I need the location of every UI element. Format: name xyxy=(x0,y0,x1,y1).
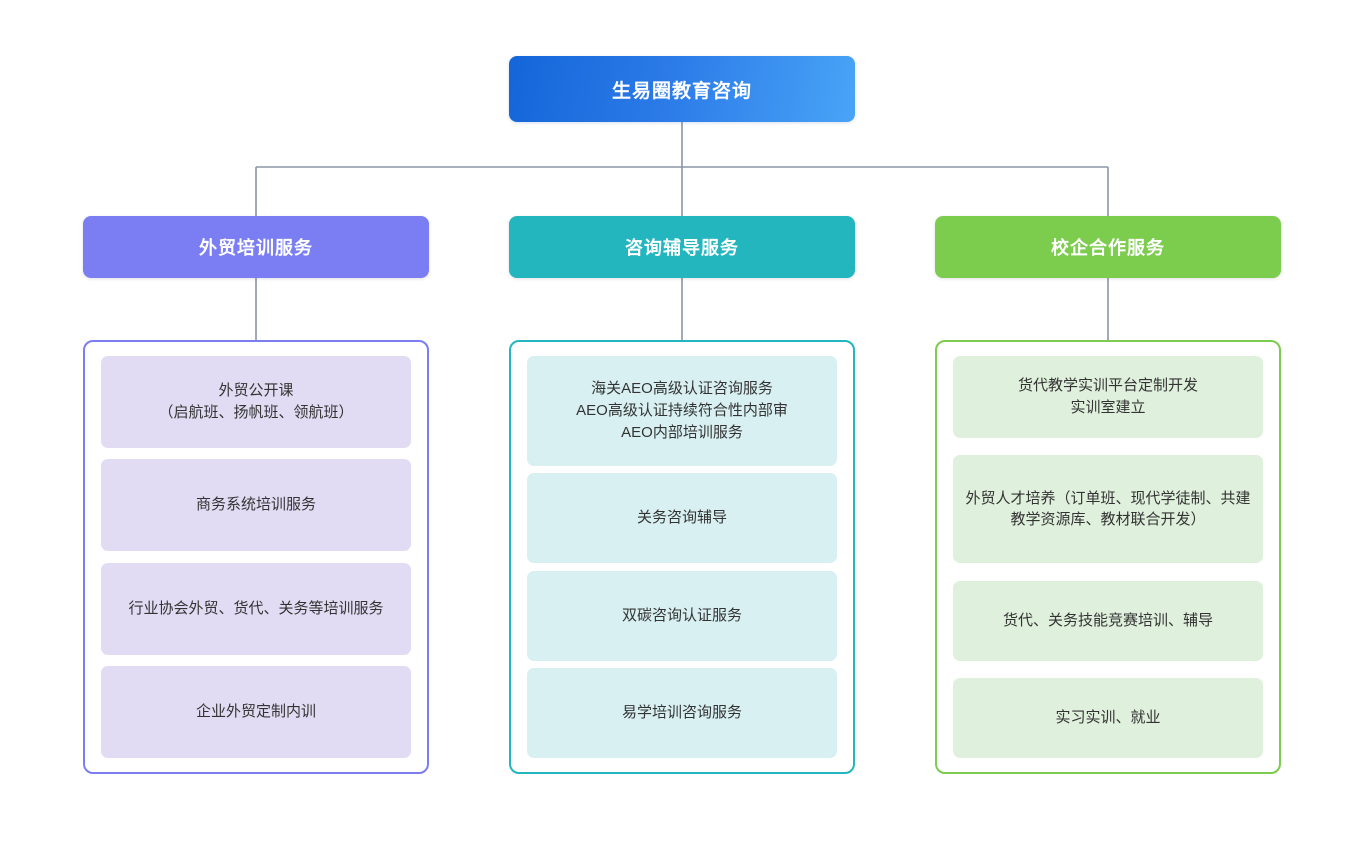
branch-item-card[interactable]: 易学培训咨询服务 xyxy=(527,667,837,758)
branch-item-card[interactable]: 企业外贸定制内训 xyxy=(101,665,411,758)
branch-items-container-2: 海关AEO高级认证咨询服务 AEO高级认证持续符合性内部审 AEO内部培训服务 … xyxy=(509,340,855,774)
branch-header-1[interactable]: 外贸培训服务 xyxy=(83,216,429,278)
branch-item-card[interactable]: 海关AEO高级认证咨询服务 AEO高级认证持续符合性内部审 AEO内部培训服务 xyxy=(527,356,837,466)
branch-item-card[interactable]: 关务咨询辅导 xyxy=(527,473,837,564)
branch-column-2: 咨询辅导服务 海关AEO高级认证咨询服务 AEO高级认证持续符合性内部审 AEO… xyxy=(509,216,855,774)
root-node-label: 生易圈教育咨询 xyxy=(611,80,752,102)
branch-item-card[interactable]: 商务系统培训服务 xyxy=(101,459,411,552)
branch-column-3: 校企合作服务 货代教学实训平台定制开发 实训室建立 外贸人才培养（订单班、现代学… xyxy=(935,216,1281,774)
branch-header-label-1: 外贸培训服务 xyxy=(199,238,313,258)
branch-header-label-3: 校企合作服务 xyxy=(1051,238,1165,258)
branch-item-card[interactable]: 外贸公开课 （启航班、扬帆班、领航班） xyxy=(101,356,411,448)
branch-items-container-1: 外贸公开课 （启航班、扬帆班、领航班） 商务系统培训服务 行业协会外贸、货代、关… xyxy=(83,340,429,774)
branch-header-3[interactable]: 校企合作服务 xyxy=(935,216,1281,278)
branch-item-card[interactable]: 行业协会外贸、货代、关务等培训服务 xyxy=(101,562,411,655)
branch-item-card[interactable]: 实习实训、就业 xyxy=(953,677,1263,758)
root-node[interactable]: 生易圈教育咨询 xyxy=(509,56,855,122)
branch-item-card[interactable]: 货代、关务技能竞赛培训、辅导 xyxy=(953,580,1263,661)
branch-items-container-3: 货代教学实训平台定制开发 实训室建立 外贸人才培养（订单班、现代学徒制、共建教学… xyxy=(935,340,1281,774)
branch-header-label-2: 咨询辅导服务 xyxy=(625,238,739,258)
branch-item-card[interactable]: 外贸人才培养（订单班、现代学徒制、共建教学资源库、教材联合开发） xyxy=(953,455,1263,564)
branch-item-card[interactable]: 货代教学实训平台定制开发 实训室建立 xyxy=(953,356,1263,438)
branch-item-card[interactable]: 双碳咨询认证服务 xyxy=(527,570,837,661)
branch-header-2[interactable]: 咨询辅导服务 xyxy=(509,216,855,278)
branch-column-1: 外贸培训服务 外贸公开课 （启航班、扬帆班、领航班） 商务系统培训服务 行业协会… xyxy=(83,216,429,774)
